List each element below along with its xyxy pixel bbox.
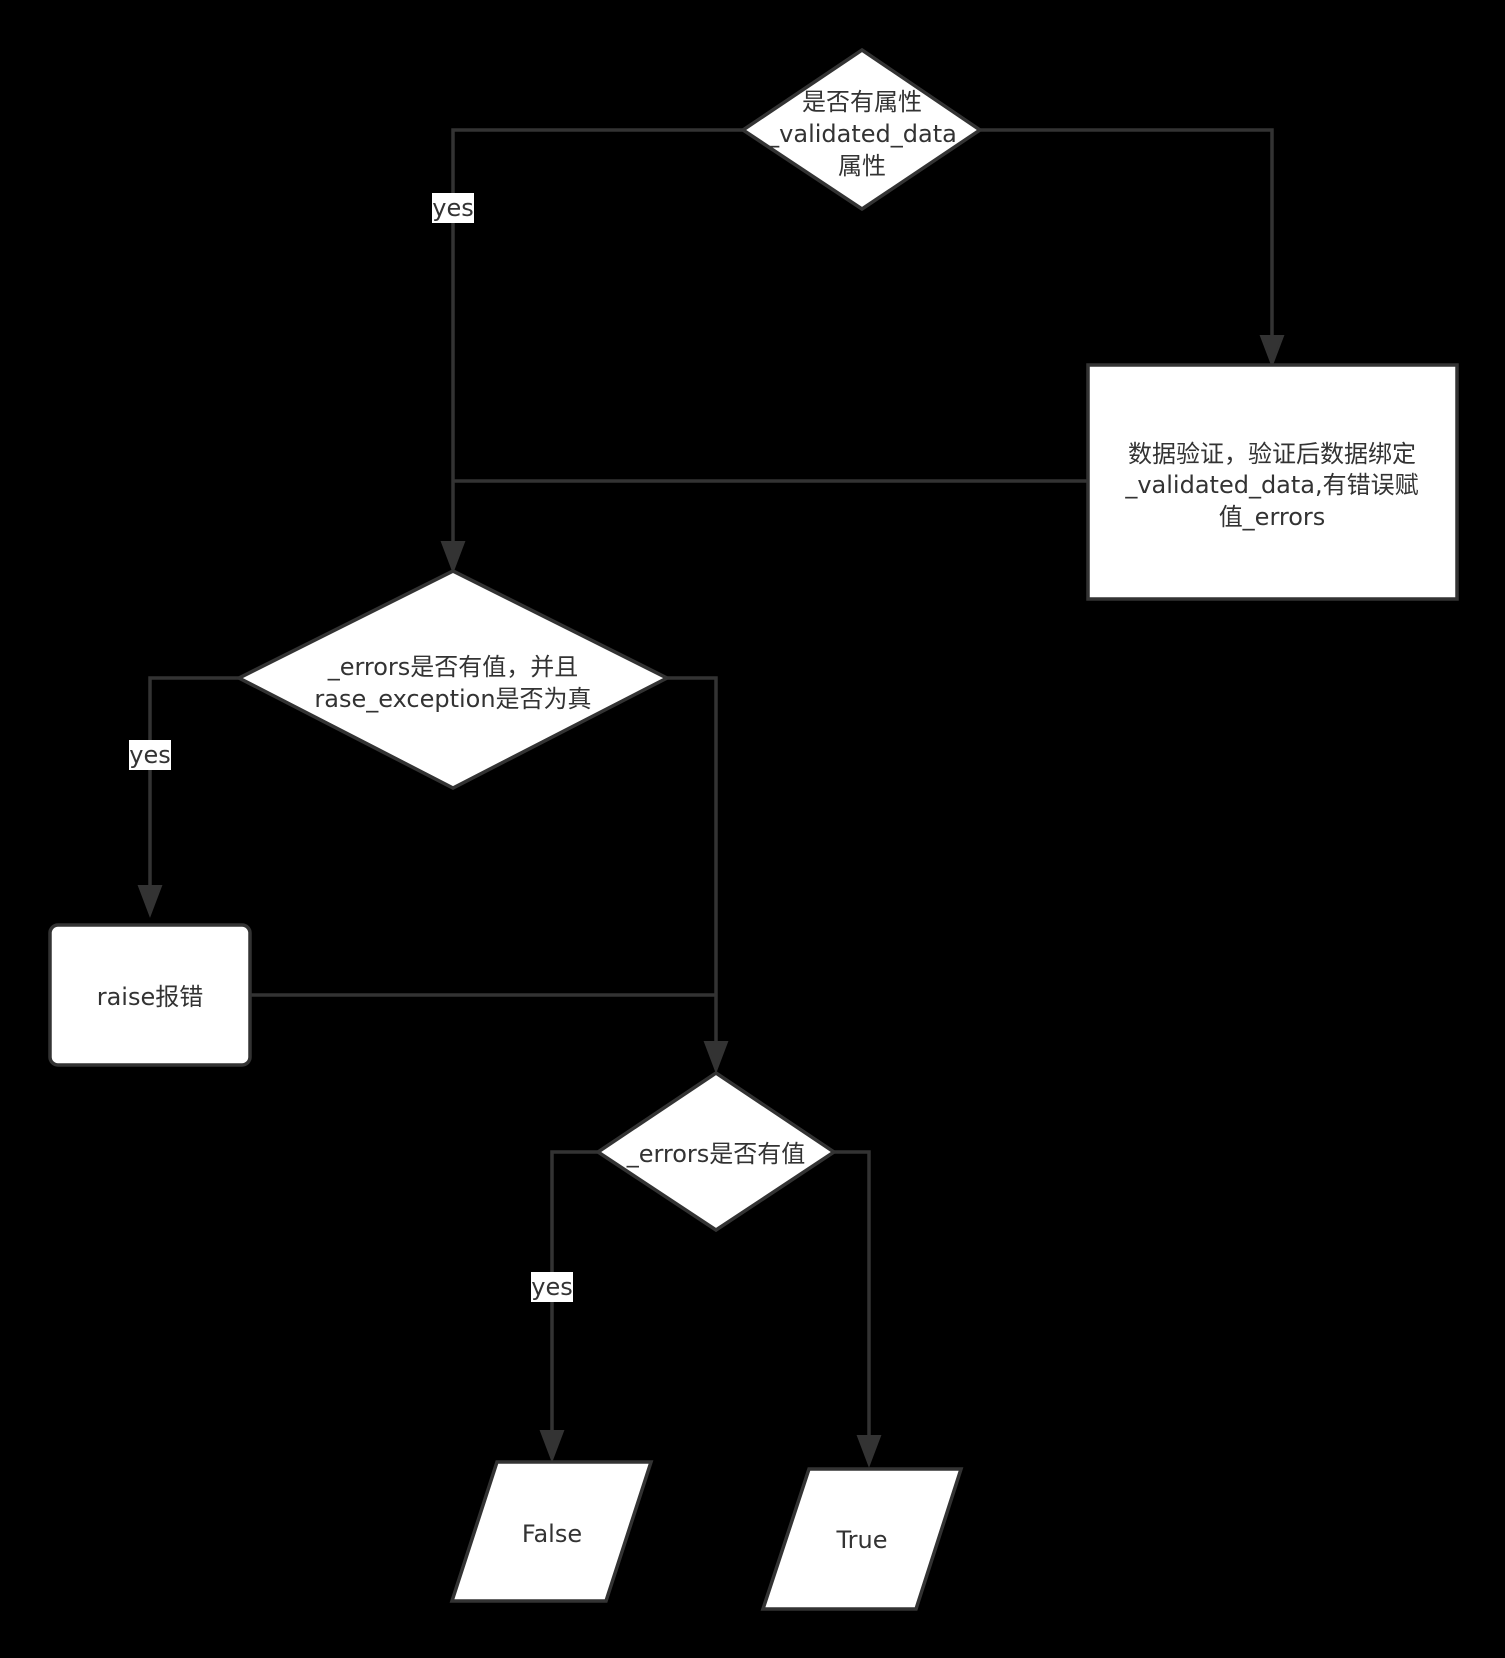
edge-has-attr-no [980, 128, 1274, 340]
svg-text:yes: yes [432, 194, 473, 222]
svg-text:_errors是否有值，并且: _errors是否有值，并且 [327, 653, 579, 681]
edge-check-yes [148, 676, 239, 890]
arrowhead [1259, 335, 1285, 368]
yes-label: yes [432, 193, 474, 223]
decision-errors-has-value: _errors是否有值 [594, 1070, 838, 1233]
process-raise-error: raise报错 [48, 923, 252, 1067]
arrowhead [440, 541, 466, 574]
output-true: True [760, 1467, 964, 1611]
arrowhead [137, 885, 163, 918]
edge-errors-yes [550, 1150, 598, 1435]
svg-text:rase_exception是否为真: rase_exception是否为真 [314, 685, 591, 713]
output-false: False [449, 1460, 654, 1603]
svg-text:True: True [836, 1526, 888, 1554]
svg-text:_errors是否有值: _errors是否有值 [626, 1140, 806, 1168]
decision-errors-and-raise-exception: _errors是否有值，并且 rase_exception是否为真 [235, 569, 671, 790]
svg-text:yes: yes [129, 741, 170, 769]
edge-has-attr-yes [451, 128, 743, 545]
process-validate-data: 数据验证，验证后数据绑定 _validated_data,有错误赋 值_erro… [1086, 363, 1459, 601]
yes-label: yes [531, 1272, 573, 1302]
decision-has-validated-data: 是否有属性 _validated_data 属性 [739, 47, 984, 212]
svg-text:_validated_data: _validated_data [766, 120, 957, 148]
svg-text:False: False [522, 1520, 582, 1548]
svg-text:_validated_data,有错误赋: _validated_data,有错误赋 [1124, 471, 1418, 499]
arrowhead [703, 1041, 729, 1074]
yes-label: yes [129, 740, 171, 770]
svg-text:yes: yes [531, 1273, 572, 1301]
arrowhead [539, 1430, 565, 1463]
svg-text:值_errors: 值_errors [1219, 503, 1326, 531]
edge-check-no [667, 676, 718, 1046]
svg-text:数据验证，验证后数据绑定: 数据验证，验证后数据绑定 [1128, 440, 1416, 468]
svg-text:是否有属性: 是否有属性 [802, 88, 922, 116]
arrowhead [856, 1435, 882, 1468]
svg-text:属性: 属性 [838, 152, 886, 180]
edge-errors-no [834, 1150, 871, 1440]
svg-text:raise报错: raise报错 [97, 983, 204, 1011]
